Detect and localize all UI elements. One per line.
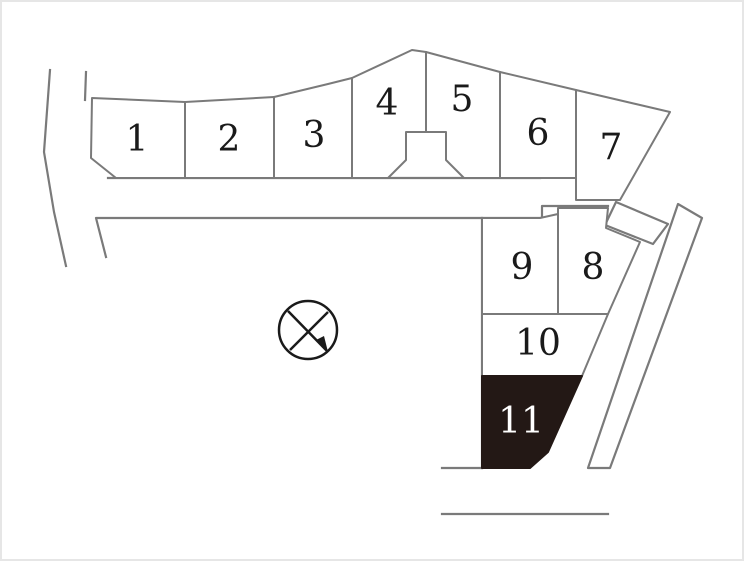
lot-label-4: 4 [376, 83, 399, 124]
lot-label-10: 10 [515, 323, 561, 364]
lot-7[interactable] [575, 89, 671, 201]
north-arrow-icon [277, 299, 339, 361]
road-right-strip [586, 202, 704, 470]
lot-label-7: 7 [600, 127, 623, 168]
road-left-curve [42, 68, 68, 268]
lot-labels: 1 2 3 4 5 6 7 8 9 10 11 [126, 79, 623, 442]
road-top-left-stub [83, 70, 88, 102]
lot-label-5: 5 [451, 79, 474, 120]
lot-label-8: 8 [582, 247, 605, 288]
lot-4[interactable] [351, 49, 427, 179]
lot-label-1: 1 [126, 119, 149, 160]
lot-1[interactable] [90, 97, 186, 179]
lot-label-9: 9 [511, 247, 534, 288]
lot-label-11: 11 [498, 401, 544, 442]
lot-11[interactable] [481, 375, 583, 469]
lot-label-6: 6 [527, 113, 550, 154]
lots [90, 49, 671, 469]
road-notch-7 [603, 200, 670, 246]
road-main-lower-edge [94, 204, 610, 259]
lot-label-2: 2 [218, 119, 241, 160]
lot-label-3: 3 [303, 115, 326, 156]
